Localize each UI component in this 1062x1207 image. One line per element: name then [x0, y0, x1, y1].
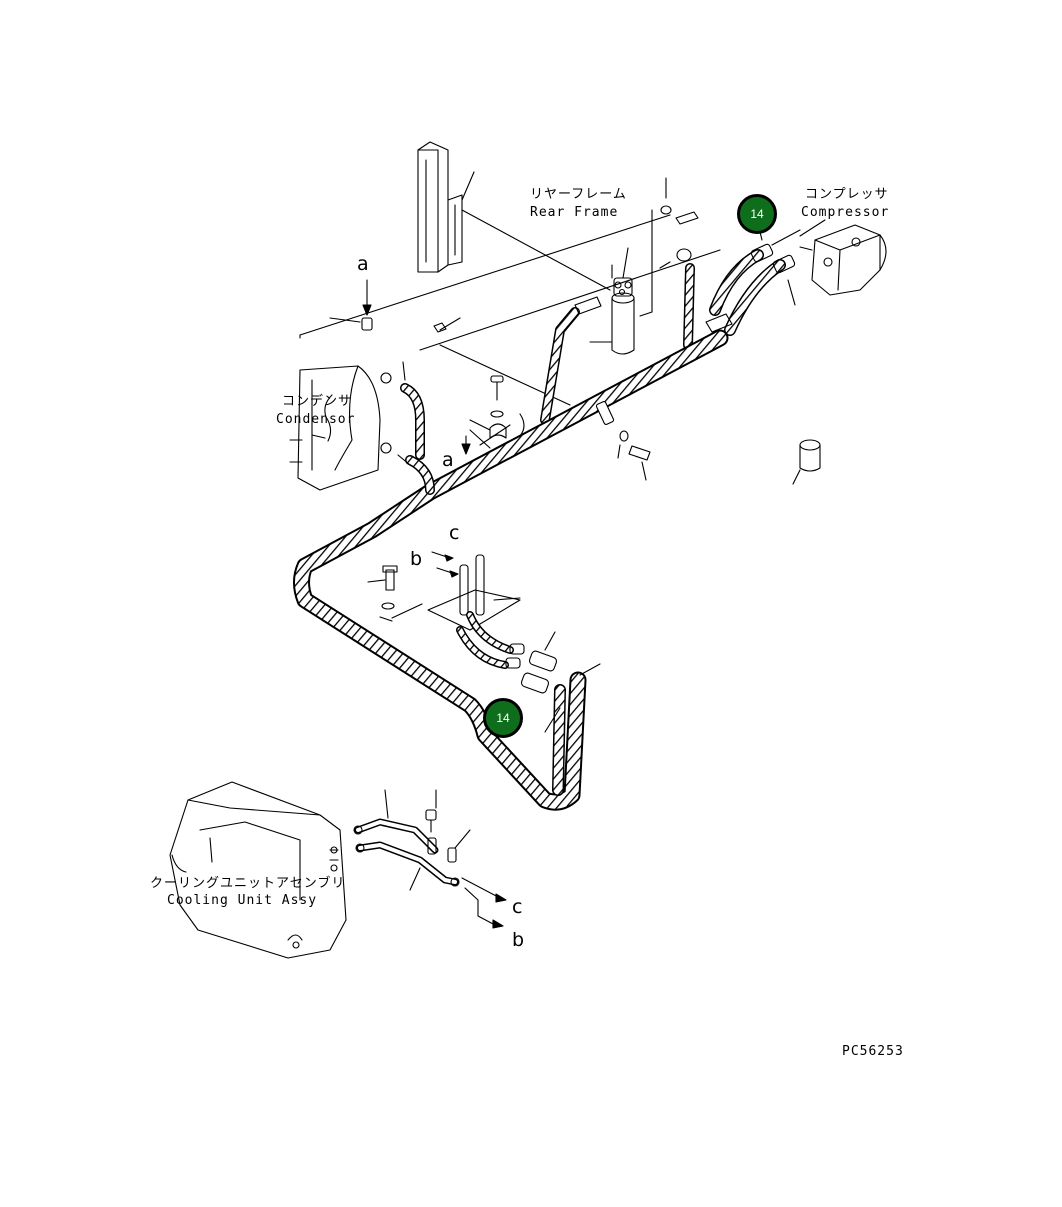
condensor-label-jp: コンデンサ	[282, 394, 353, 409]
condensor-hoses	[397, 361, 435, 495]
rear-frame-label-jp: リヤーフレーム	[530, 187, 627, 202]
nut-fittings	[361, 279, 447, 333]
receiver-drier	[589, 247, 635, 355]
view-marker-c-top: c	[449, 522, 460, 544]
rear-frame	[417, 141, 611, 291]
main-hose-bundle	[293, 329, 729, 811]
mid-bracket	[367, 551, 521, 631]
callout-badge-14-upper[interactable]: 14	[737, 194, 777, 234]
view-marker-b-bottom: b	[512, 929, 525, 951]
condensor-label-en: Condensor	[276, 412, 356, 427]
lower-hose-fittings	[456, 611, 601, 733]
compressor	[799, 224, 887, 296]
view-marker-a-mid: a	[442, 449, 454, 471]
rear-frame-label-en: Rear Frame	[530, 205, 619, 220]
cooling-unit	[169, 781, 347, 959]
cooling-unit-tubes	[353, 789, 507, 929]
cooling-unit-label-jp: クーリングユニットアセンブリ	[150, 876, 346, 891]
condensor	[289, 365, 392, 491]
compressor-hoses	[705, 231, 796, 336]
compressor-label-en: Compressor	[801, 205, 890, 220]
view-marker-b-top: b	[410, 548, 423, 570]
compressor-label-jp: コンプレッサ	[805, 187, 889, 202]
view-marker-a-top: a	[357, 253, 369, 275]
figure-code: PC56253	[842, 1044, 904, 1059]
callout-badge-14-lower[interactable]: 14	[483, 698, 523, 738]
drier-hoses	[540, 248, 695, 425]
bracket-bolt	[639, 177, 699, 317]
label-leaders	[611, 219, 826, 279]
view-marker-c-bottom: c	[512, 896, 523, 918]
loose-fitting	[792, 439, 821, 485]
clamp-and-bolts	[461, 375, 651, 481]
cooling-unit-label-en: Cooling Unit Assy	[167, 893, 318, 908]
